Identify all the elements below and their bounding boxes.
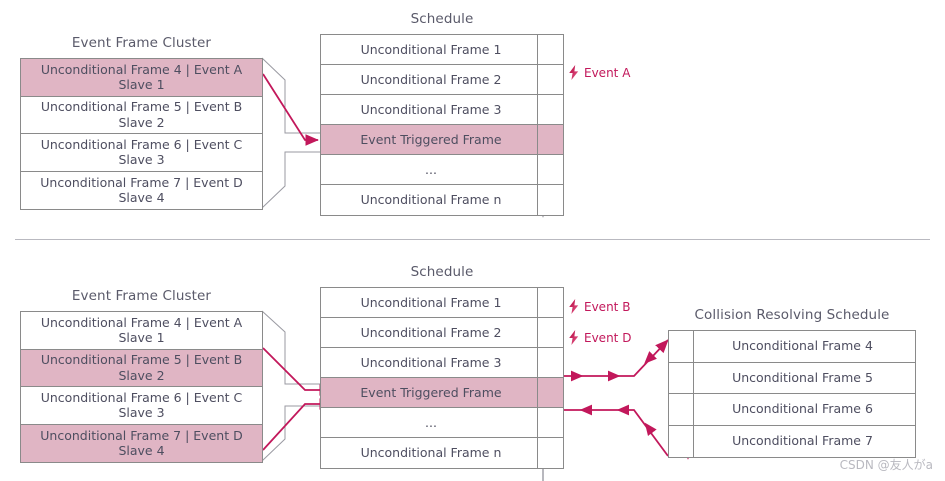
bottom-schedule-row: Unconditional Frame n — [321, 438, 563, 468]
top-schedule-row: Unconditional Frame 3 — [321, 95, 563, 125]
collision-schedule-row-flow-gutter — [673, 394, 694, 425]
bottom-schedule-row-flow-gutter — [537, 378, 559, 407]
bottom-cluster-row: Unconditional Frame 5 | Event B Slave 2 — [21, 349, 262, 387]
bottom-schedule-row: Unconditional Frame 3 — [321, 348, 563, 378]
bottom-cluster-row: Unconditional Frame 7 | Event D Slave 4 — [21, 424, 262, 462]
collision-schedule-row-label: Unconditional Frame 4 — [732, 338, 873, 354]
top-schedule-row: Unconditional Frame n — [321, 185, 563, 215]
top-schedule-row: ... — [321, 155, 563, 185]
top-schedule-row-flow-gutter — [537, 185, 559, 215]
collision-schedule-row-flow-gutter — [673, 362, 694, 393]
top-event-a-arrow — [262, 73, 319, 146]
top-schedule-row-label: Unconditional Frame 2 — [360, 71, 502, 87]
top-schedule-row-flow-gutter — [537, 95, 559, 124]
top-schedule-row: Unconditional Frame 2 — [321, 65, 563, 95]
watermark: CSDN @友人がa — [839, 458, 933, 472]
collision-resolving-schedule-table: Unconditional Frame 4 Unconditional Frame… — [668, 330, 916, 458]
top-schedule-row: Unconditional Frame 1 — [321, 35, 563, 65]
top-event-a-label: Event A — [584, 65, 631, 80]
bottom-event-d-marker: Event D — [568, 330, 631, 345]
collision-schedule-row: Unconditional Frame 4 — [669, 331, 915, 363]
bottom-schedule-row: Unconditional Frame 2 — [321, 318, 563, 348]
bottom-schedule-row-flow-gutter — [537, 348, 559, 377]
bottom-schedule-row-flow-gutter — [537, 318, 559, 347]
top-schedule-row-label: Event Triggered Frame — [360, 131, 502, 147]
top-schedule-row-label: Unconditional Frame n — [360, 192, 502, 208]
top-cluster-bracket — [261, 57, 320, 209]
top-schedule-table: Unconditional Frame 1 Unconditional Frame… — [320, 34, 564, 216]
top-schedule-row-flow-gutter — [537, 65, 559, 94]
bottom-schedule-row-label: Event Triggered Frame — [360, 384, 502, 400]
lightning-bolt-icon — [568, 65, 580, 80]
bottom-cluster-title: Event Frame Cluster — [71, 288, 212, 304]
bottom-schedule-row-label: Unconditional Frame 2 — [360, 324, 502, 340]
top-cluster-row: Unconditional Frame 5 | Event B Slave 2 — [21, 97, 262, 134]
collision-to-schedule-arrow — [547, 404, 669, 457]
top-event-a-marker: Event A — [568, 65, 630, 80]
collision-schedule-row: Unconditional Frame 5 — [669, 362, 915, 394]
bottom-schedule-row: ... — [321, 408, 563, 438]
bottom-cluster-row: Unconditional Frame 4 | Event A Slave 1 — [21, 312, 262, 350]
top-schedule-row: Event Triggered Frame — [321, 125, 563, 155]
top-cluster-row: Unconditional Frame 6 | Event C Slave 3 — [21, 134, 262, 172]
top-cluster-title: Event Frame Cluster — [71, 35, 212, 51]
lightning-bolt-icon — [568, 299, 580, 314]
bottom-schedule-row-flow-gutter — [537, 438, 559, 468]
collision-schedule-row-label: Unconditional Frame 6 — [732, 401, 873, 417]
bottom-schedule-row-flow-gutter — [537, 408, 559, 437]
bottom-schedule-title: Schedule — [410, 264, 474, 280]
collision-schedule-row-label: Unconditional Frame 5 — [732, 369, 873, 385]
top-cluster-row: Unconditional Frame 4 | Event A Slave 1 — [21, 59, 262, 97]
top-cluster-row: Unconditional Frame 7 | Event D Slave 4 — [40, 174, 243, 206]
collision-schedule-row-flow-gutter — [673, 425, 694, 457]
bottom-schedule-row-label: Unconditional Frame 3 — [360, 354, 502, 370]
section-divider — [15, 239, 930, 240]
top-schedule-row-label: Unconditional Frame 1 — [360, 41, 502, 57]
bottom-schedule-row-label: Unconditional Frame 1 — [360, 294, 502, 310]
top-schedule-row-label: Unconditional Frame 3 — [360, 101, 502, 117]
bottom-schedule-table: Unconditional Frame 1 Unconditional Frame… — [320, 287, 564, 469]
top-schedule-row-flow-gutter — [537, 125, 559, 154]
bottom-event-b-marker: Event B — [568, 299, 630, 314]
top-schedule-row-flow-gutter — [537, 155, 559, 184]
top-schedule-row-label: ... — [425, 161, 437, 177]
bottom-event-d-label: Event D — [584, 330, 632, 345]
collision-schedule-title: Collision Resolving Schedule — [694, 307, 890, 323]
bottom-cluster-bracket — [261, 310, 320, 462]
bottom-schedule-row-label: Unconditional Frame n — [360, 445, 502, 461]
collision-schedule-row: Unconditional Frame 6 — [669, 394, 915, 426]
bottom-schedule-row: Unconditional Frame 1 — [321, 288, 563, 318]
bottom-schedule-row-flow-gutter — [537, 288, 559, 317]
collision-schedule-row-label: Unconditional Frame 7 — [732, 433, 873, 449]
bottom-schedule-row: Event Triggered Frame — [321, 378, 563, 408]
top-schedule-title: Schedule — [410, 11, 474, 27]
bottom-schedule-row-label: ... — [425, 414, 437, 430]
lightning-bolt-icon — [568, 330, 580, 345]
collision-schedule-row: Unconditional Frame 7 — [669, 425, 915, 457]
top-schedule-row-flow-gutter — [537, 35, 559, 64]
bottom-event-b-label: Event B — [584, 299, 631, 314]
collision-schedule-row-flow-gutter — [673, 331, 694, 362]
bottom-cluster-row: Unconditional Frame 6 | Event C Slave 3 — [21, 387, 262, 425]
